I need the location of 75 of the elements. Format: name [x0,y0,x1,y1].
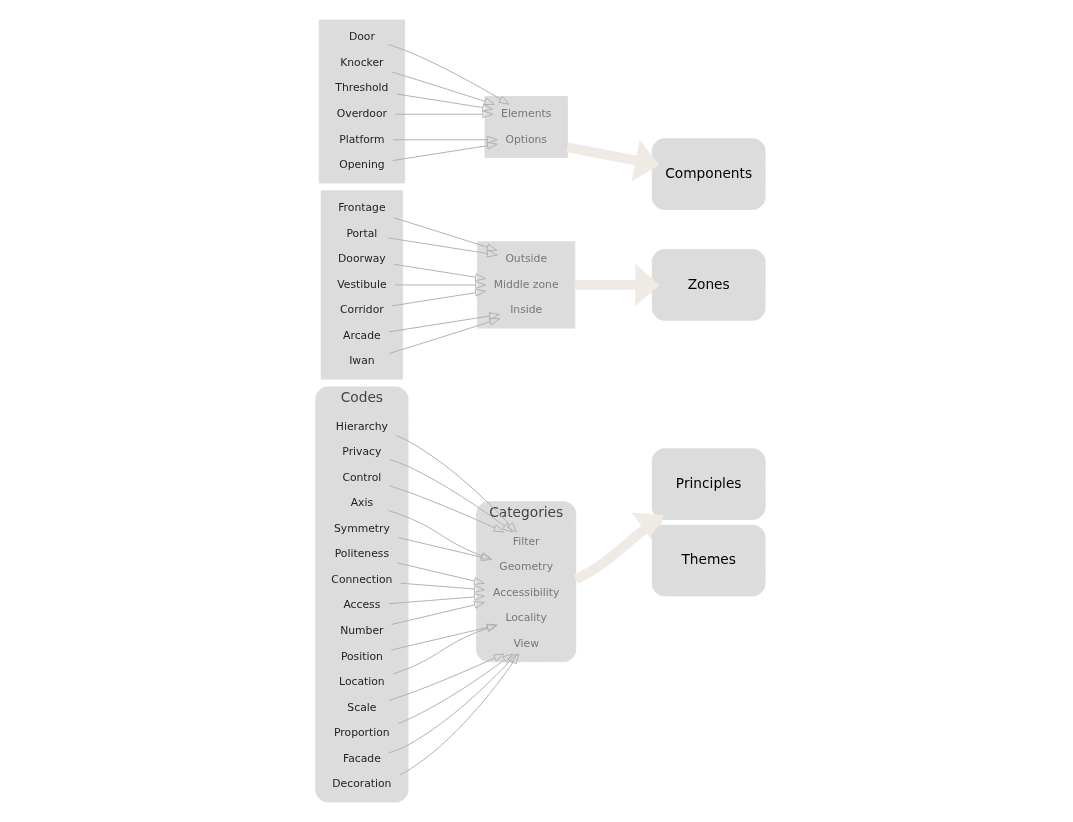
node-text: Middle zone [493,277,559,291]
node-text: Vestibule [337,277,387,291]
arrow [387,510,492,560]
node-text: Privacy [342,445,382,459]
arrow [391,288,486,307]
node-text: Inside [510,303,543,317]
node-text: Control [342,470,382,484]
node-text: Symmetry [333,521,390,535]
node-text: Threshold [335,81,389,95]
arrow [392,135,498,144]
node-text: Portal [346,226,378,240]
arrow [388,44,510,105]
node-text: Overdoor [336,106,387,120]
node-text: Scale [347,700,377,714]
cluster [320,190,404,380]
arrow [388,312,500,333]
node-text: Accessibility [493,585,560,599]
node-text: Proportion [334,726,390,740]
node-text: Facade [342,751,381,765]
arrow [393,263,486,282]
arrow [396,562,485,585]
node-text: Decoration [332,777,392,791]
node-text: Access [343,598,381,612]
arrow [574,263,660,307]
arrow [393,217,498,252]
node-text: Geometry [499,560,554,574]
node-text: Location [339,675,385,688]
arrow [566,139,660,182]
arrow [399,653,520,776]
node-text: Options [505,132,547,146]
arrow [394,110,494,119]
node-text: Locality [505,611,547,625]
node-text: Elements [501,106,552,120]
node-text: Iwan [349,354,375,368]
arrow [391,601,485,625]
node-text: Number [340,623,384,637]
arrow [392,141,498,162]
arrow [400,582,485,593]
arrow [391,71,495,106]
arrow [388,317,501,355]
arrow [390,623,498,651]
arrow [394,281,486,289]
node-box: Principles [651,448,766,520]
node-text: Arcade [343,328,381,342]
node-text: Platform [339,132,385,146]
node-text: Axis [350,496,374,510]
arrow [388,653,505,701]
arrow [397,653,514,725]
node-text: Knocker [340,55,384,69]
node-box: Zones [651,249,766,321]
arrow [388,593,485,605]
node-text: View [513,636,539,650]
arrow [396,435,517,533]
node-box: Themes [651,524,766,597]
node-text: Doorway [338,252,386,266]
node-text: Position [340,649,383,663]
node-box: Components [651,138,766,210]
node-text: Outside [505,252,548,266]
node-text: Door [348,30,375,44]
arrow [398,537,492,562]
node-text: Frontage [338,201,386,215]
cluster [318,19,406,184]
arrow [573,512,664,584]
node-text: Hierarchy [335,419,388,433]
arrow [388,653,517,754]
node-text: Opening [339,158,385,171]
node-text: Connection [331,572,393,586]
node-text: Politeness [334,547,390,561]
node-text: Corridor [340,303,384,317]
arrow [396,93,494,112]
node-text: Filter [512,534,540,548]
arrow [389,485,505,533]
arrow [392,624,498,675]
arrow [388,237,498,258]
arrow [389,459,514,533]
